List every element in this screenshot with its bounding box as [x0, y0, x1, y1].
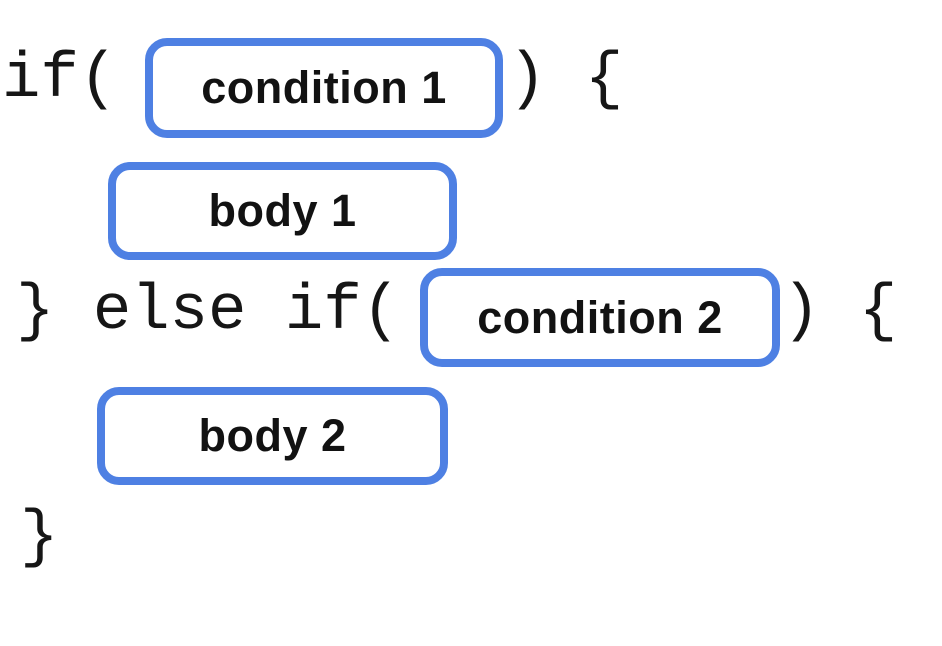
code-if-open-paren: if(: [2, 44, 118, 116]
code-close-paren-open-brace-1: ) {: [508, 44, 624, 116]
slot-body-2: body 2: [97, 387, 448, 485]
code-final-close-brace: }: [20, 502, 59, 574]
slot-condition-1-label: condition 1: [201, 62, 447, 113]
slot-body-1: body 1: [108, 162, 457, 260]
slot-body-1-label: body 1: [208, 185, 357, 236]
slot-condition-1: condition 1: [145, 38, 503, 138]
slot-body-2-label: body 2: [198, 410, 347, 461]
slot-condition-2-label: condition 2: [477, 291, 723, 343]
code-close-brace-else-if-open-paren: } else if(: [16, 276, 401, 348]
code-close-paren-open-brace-2: ) {: [782, 276, 898, 348]
slot-condition-2: condition 2: [420, 268, 780, 367]
